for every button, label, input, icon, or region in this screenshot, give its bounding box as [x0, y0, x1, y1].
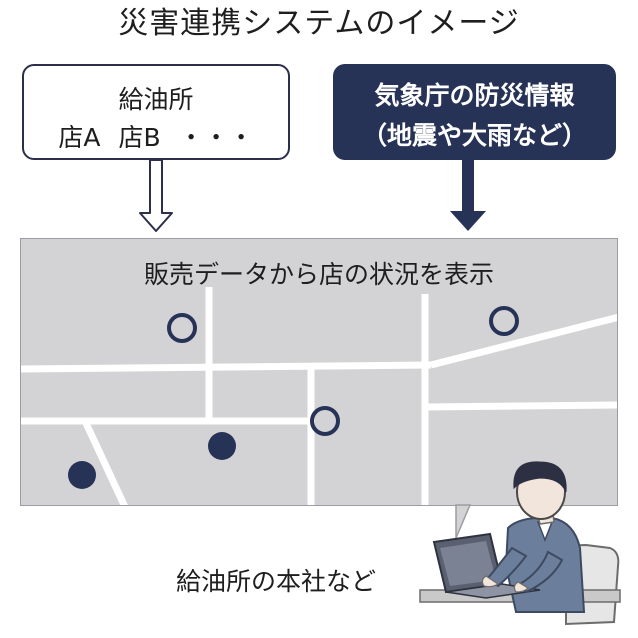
weather-arrow — [450, 160, 486, 231]
gas-station-label: 給油所 — [118, 85, 194, 114]
weather-info-label: 気象庁の防災情報 — [374, 81, 575, 110]
store-marker-filled — [68, 461, 96, 489]
gas-station-arrow — [139, 159, 173, 232]
callout-pointer-icon — [455, 504, 472, 539]
weather-info-box: 気象庁の防災情報 （地震や大雨など） — [333, 64, 616, 160]
store-marker-open — [489, 306, 519, 336]
gas-station-box: 給油所 店A 店B ・・・ — [22, 64, 290, 160]
store-a-label: 店A — [58, 123, 101, 152]
road-network — [21, 287, 617, 505]
store-ellipsis: ・・・ — [178, 123, 254, 152]
person-arm-icon — [486, 546, 528, 588]
store-marker-filled — [208, 432, 236, 460]
store-marker-open — [310, 406, 340, 436]
headquarters-label: 給油所の本社など — [176, 567, 377, 596]
store-list: 店A 店B ・・・ — [24, 118, 288, 154]
map-caption: 販売データから店の状況を表示 — [143, 260, 494, 289]
weather-info-examples: （地震や大雨など） — [361, 121, 587, 150]
store-status-map: 販売データから店の状況を表示 — [20, 238, 618, 506]
store-marker-open — [167, 313, 197, 343]
diagram-title: 災害連携システムのイメージ — [118, 6, 520, 41]
store-b-label: 店B — [118, 123, 161, 152]
